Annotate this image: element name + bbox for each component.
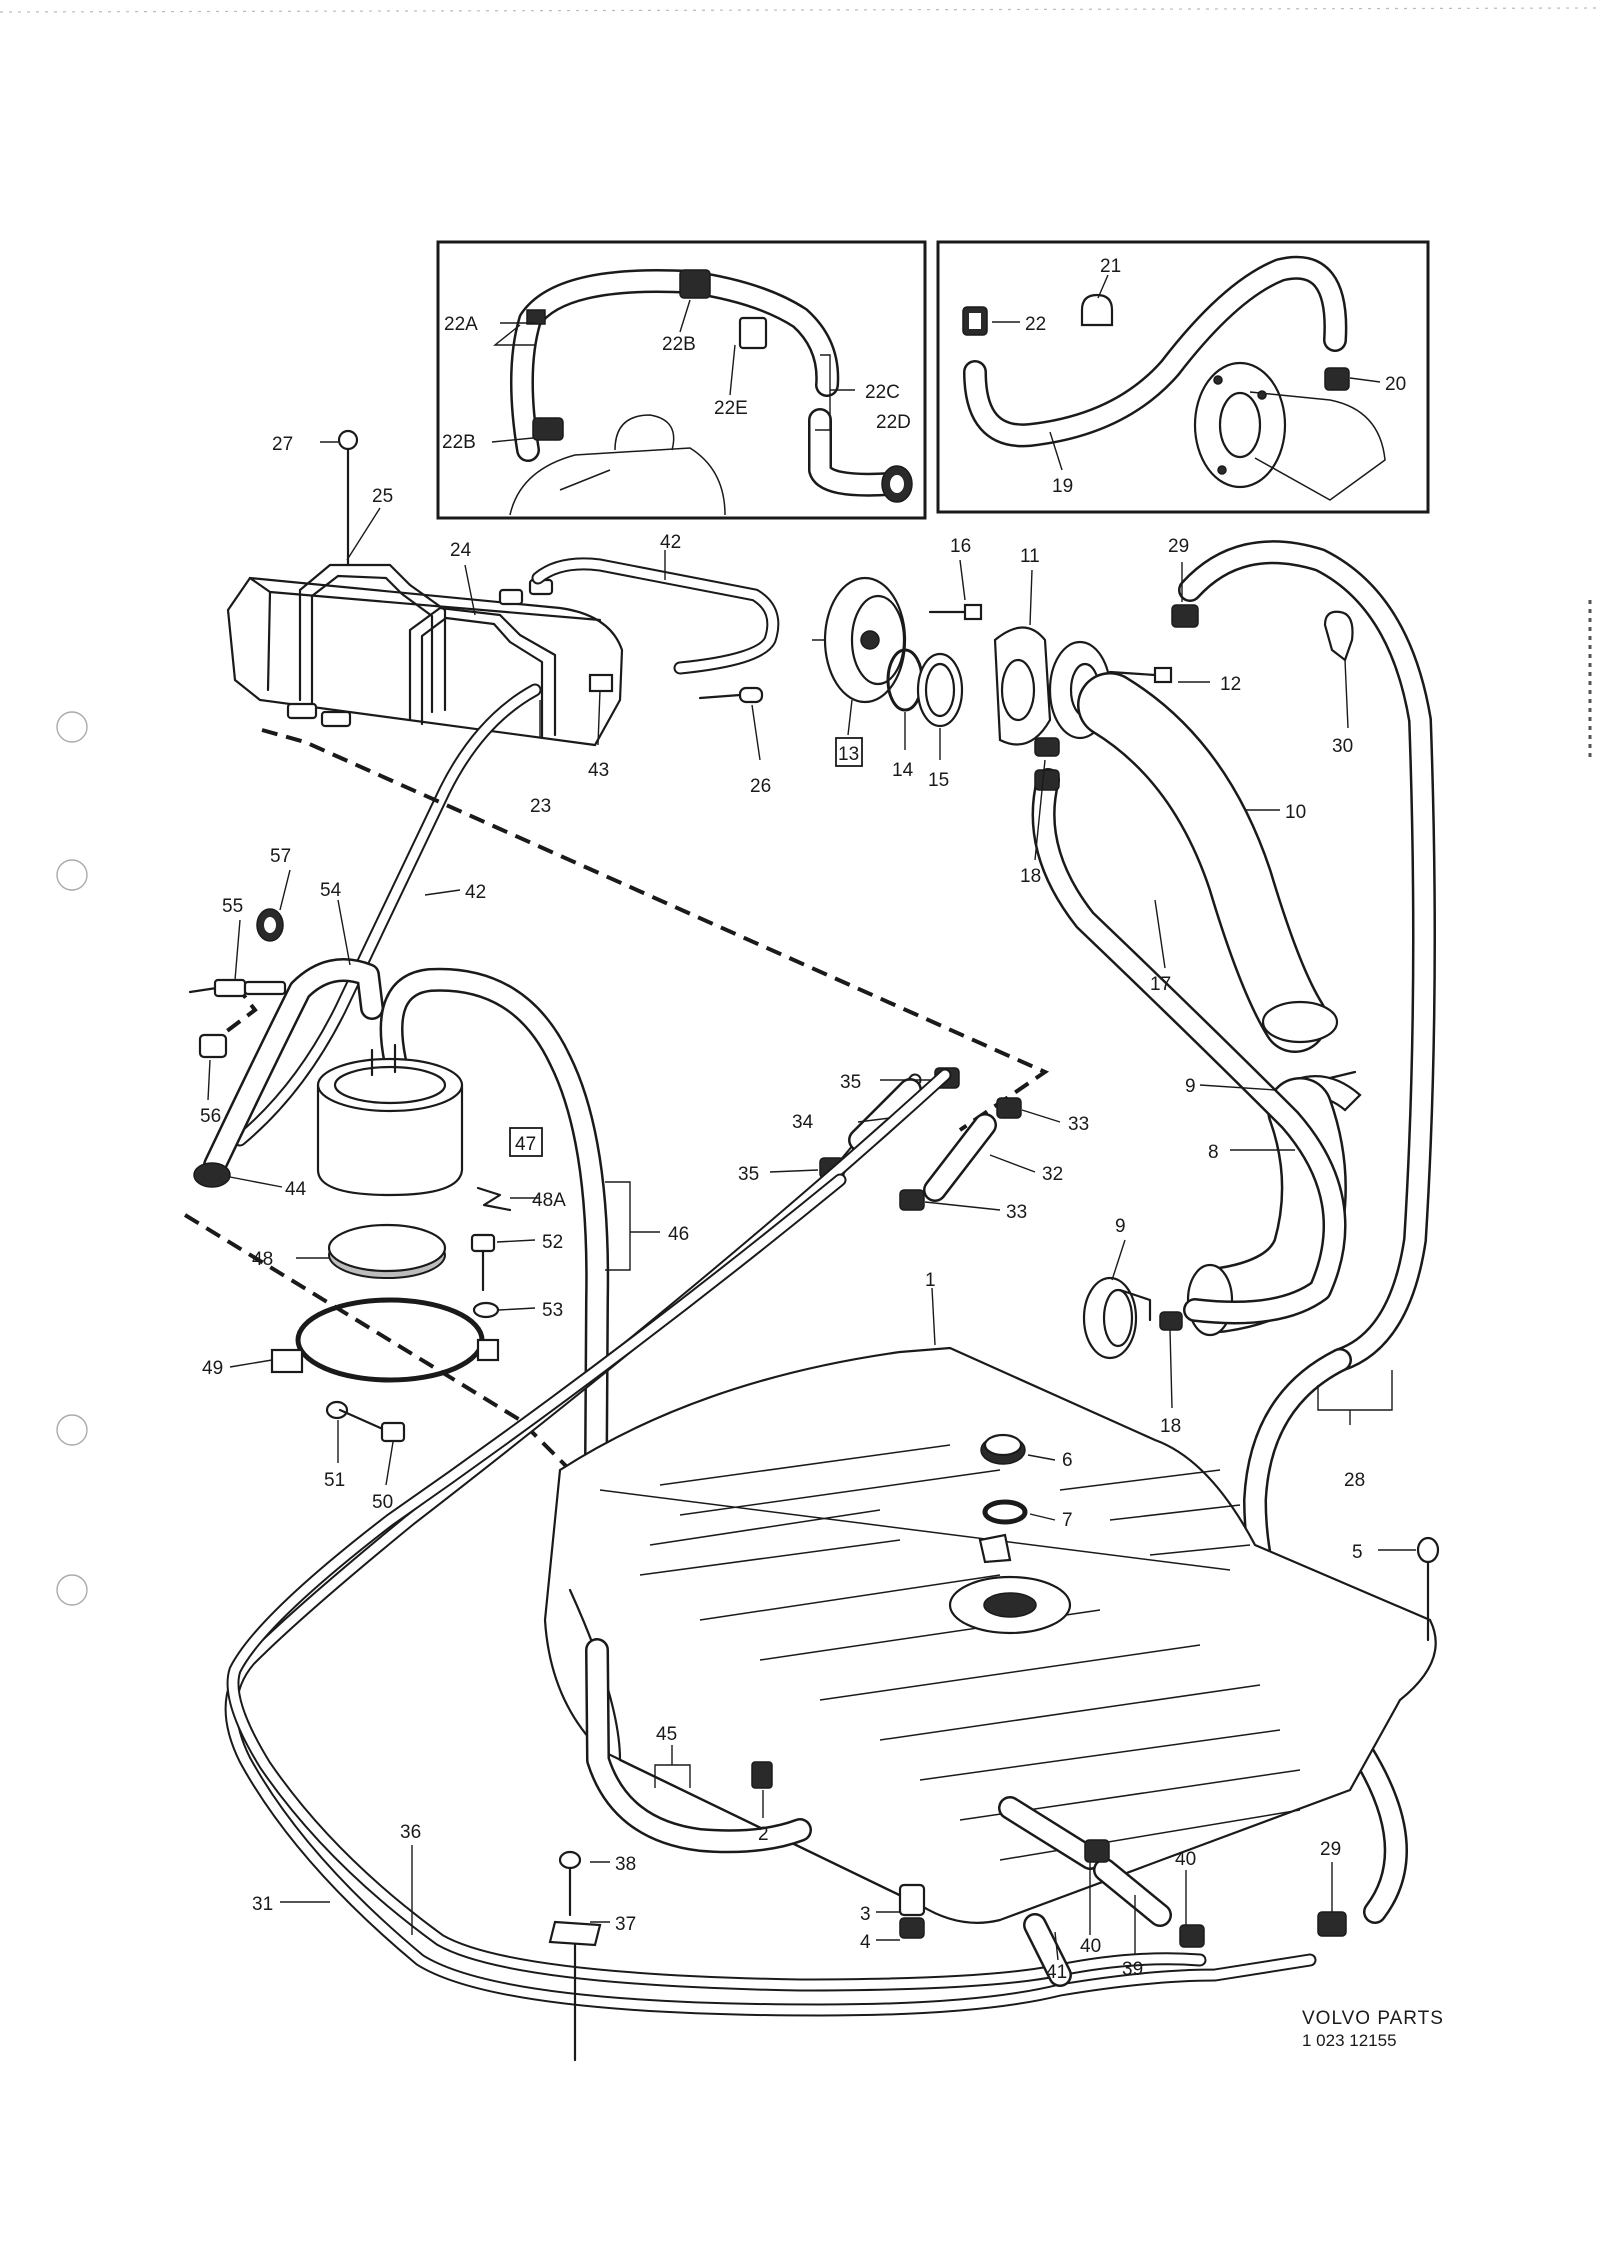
label-40-right: 40 xyxy=(1175,1849,1196,1870)
label-22E: 22E xyxy=(714,398,748,419)
label-47: 47 xyxy=(515,1134,536,1155)
label-2: 2 xyxy=(758,1824,769,1845)
label-22A: 22A xyxy=(444,314,478,335)
label-13-box xyxy=(835,737,863,767)
inset-box-hose-22 xyxy=(436,240,927,520)
label-50: 50 xyxy=(372,1492,393,1513)
label-48A: 48A xyxy=(532,1190,566,1211)
label-9-top: 9 xyxy=(1185,1076,1196,1097)
label-8: 8 xyxy=(1208,1142,1219,1163)
label-45: 45 xyxy=(656,1724,677,1745)
label-33-top: 33 xyxy=(1068,1114,1089,1135)
label-30: 30 xyxy=(1332,736,1353,757)
label-28: 28 xyxy=(1344,1470,1365,1491)
leader-lines xyxy=(207,274,1416,1961)
label-42-top: 42 xyxy=(660,532,681,553)
label-38: 38 xyxy=(615,1854,636,1875)
label-1: 1 xyxy=(925,1270,936,1291)
scan-artifacts xyxy=(0,7,1600,1606)
label-5: 5 xyxy=(1352,1542,1363,1563)
label-46: 46 xyxy=(668,1224,689,1245)
label-6: 6 xyxy=(1062,1450,1073,1471)
label-53: 53 xyxy=(542,1300,563,1321)
label-14: 14 xyxy=(892,760,914,781)
label-18-top: 18 xyxy=(1020,866,1041,887)
label-9-bottom: 9 xyxy=(1115,1216,1126,1237)
label-20: 20 xyxy=(1385,374,1406,395)
part-labels: 22A 22B 22E 22C 22D 22B 21 22 20 19 27 2… xyxy=(200,256,1406,1983)
hose-connectors-32-35 xyxy=(819,1067,1022,1211)
label-54: 54 xyxy=(320,880,342,901)
label-51: 51 xyxy=(324,1470,345,1491)
label-24: 24 xyxy=(450,540,472,561)
label-10: 10 xyxy=(1285,802,1306,823)
label-49: 49 xyxy=(202,1358,223,1379)
label-4: 4 xyxy=(860,1932,871,1953)
footer: VOLVO PARTS 1 023 12155 xyxy=(1302,2008,1444,2050)
label-22: 22 xyxy=(1025,314,1046,335)
label-19: 19 xyxy=(1052,476,1073,497)
label-35-top: 35 xyxy=(840,1072,861,1093)
label-40-left: 40 xyxy=(1080,1936,1101,1957)
label-43: 43 xyxy=(588,760,609,781)
label-18-bottom: 18 xyxy=(1160,1416,1181,1437)
label-35-bottom: 35 xyxy=(738,1164,759,1185)
footer-brand: VOLVO PARTS xyxy=(1302,2008,1444,2029)
label-26: 26 xyxy=(750,776,771,797)
label-32: 32 xyxy=(1042,1164,1063,1185)
label-11: 11 xyxy=(1020,546,1040,567)
label-16: 16 xyxy=(950,536,971,557)
fuel-filter-assembly xyxy=(188,908,610,1632)
label-56: 56 xyxy=(200,1106,221,1127)
label-13: 13 xyxy=(838,744,859,765)
label-29-top: 29 xyxy=(1168,536,1189,557)
label-42-mid: 42 xyxy=(465,882,486,903)
fuel-lines-31-36 xyxy=(224,1068,1317,2062)
label-41: 41 xyxy=(1046,1962,1067,1983)
label-22C: 22C xyxy=(865,382,900,403)
label-17: 17 xyxy=(1150,974,1171,995)
label-21: 21 xyxy=(1100,256,1121,277)
label-22B-top: 22B xyxy=(662,334,696,355)
label-37: 37 xyxy=(615,1914,636,1935)
label-23: 23 xyxy=(530,796,551,817)
inset-box-hose-19 xyxy=(936,240,1430,514)
label-25: 25 xyxy=(372,486,393,507)
filler-cap-assembly xyxy=(812,576,1173,757)
label-47-box xyxy=(509,1127,543,1157)
charcoal-canister xyxy=(226,429,764,747)
pipe-42 xyxy=(233,557,780,1147)
label-48: 48 xyxy=(252,1249,273,1270)
label-44: 44 xyxy=(285,1179,307,1200)
fuel-tank xyxy=(543,1346,1440,1924)
label-36: 36 xyxy=(400,1822,421,1843)
label-7: 7 xyxy=(1062,1510,1073,1531)
label-39: 39 xyxy=(1122,1959,1143,1980)
label-31: 31 xyxy=(252,1894,273,1915)
label-34: 34 xyxy=(792,1112,814,1133)
label-52: 52 xyxy=(542,1232,563,1253)
label-33-bottom: 33 xyxy=(1006,1202,1027,1223)
footer-code: 1 023 12155 xyxy=(1302,2031,1397,2050)
label-27: 27 xyxy=(272,434,293,455)
label-15: 15 xyxy=(928,770,949,791)
label-12: 12 xyxy=(1220,674,1241,695)
label-22B-bottom: 22B xyxy=(442,432,476,453)
label-55: 55 xyxy=(222,896,243,917)
label-29-bottom: 29 xyxy=(1320,1839,1341,1860)
label-22D: 22D xyxy=(876,412,911,433)
label-57: 57 xyxy=(270,846,291,867)
label-3: 3 xyxy=(860,1904,871,1925)
